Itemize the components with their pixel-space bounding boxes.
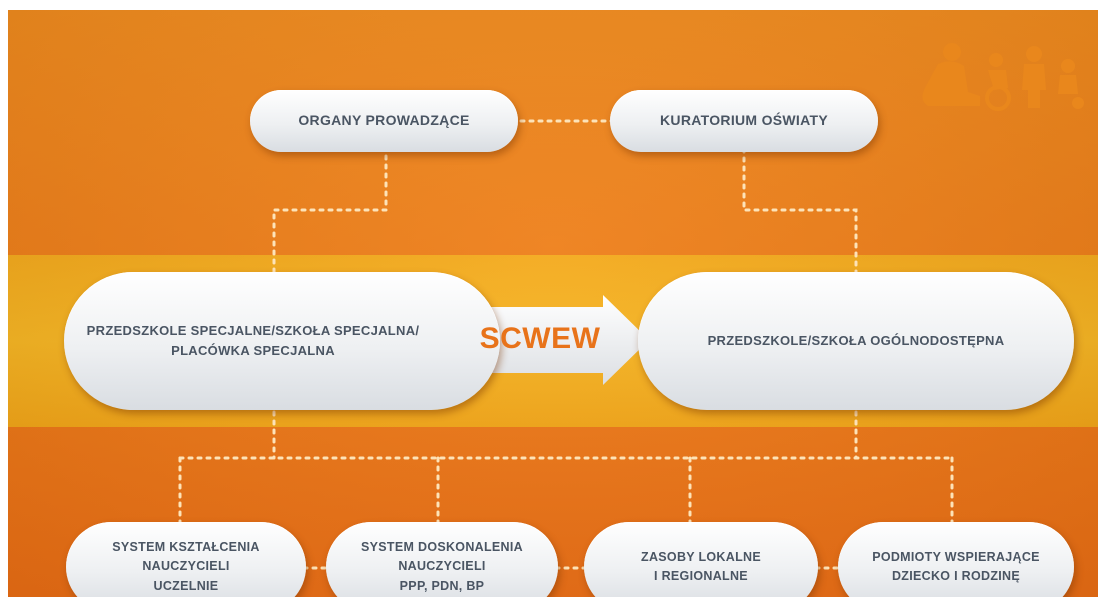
scwew-label: SCWEW	[479, 322, 601, 355]
arrow-right-icon	[463, 295, 649, 385]
node-system-doskonalenia: SYSTEM DOSKONALENIA NAUCZYCIELI PPP, PDN…	[326, 522, 558, 597]
node-kuratorium: KURATORIUM OŚWIATY	[610, 90, 878, 152]
node-ogolnodostepna-label: PRZEDSZKOLE/SZKOŁA OGÓLNODOSTĘPNA	[707, 332, 1005, 348]
node-organy-label: ORGANY PROWADZĄCE	[298, 112, 470, 129]
node-system-ksztalcenia: SYSTEM KSZTAŁCENIA NAUCZYCIELI UCZELNIE	[66, 522, 306, 597]
connector-organy-specjalne	[272, 136, 388, 274]
node-organy-prowadzace: ORGANY PROWADZĄCE	[250, 90, 518, 152]
node-zasoby-lokalne: ZASOBY LOKALNE I REGIONALNE	[584, 522, 818, 597]
diagram-canvas: ORGANY PROWADZĄCE KURATORIUM OŚWIATY PRZ…	[8, 10, 1098, 597]
node-ksztalcenie-label: SYSTEM KSZTAŁCENIA NAUCZYCIELI UCZELNIE	[112, 539, 260, 593]
people-silhouette-icon	[922, 43, 1084, 111]
node-podmioty-label: PODMIOTY WSPIERAJĄCE DZIECKO I RODZINĘ	[872, 549, 1040, 583]
node-kuratorium-label: KURATORIUM OŚWIATY	[660, 112, 828, 129]
node-podmioty-wspierajace: PODMIOTY WSPIERAJĄCE DZIECKO I RODZINĘ	[838, 522, 1074, 597]
node-zasoby-label: ZASOBY LOKALNE I REGIONALNE	[641, 549, 761, 583]
node-przedszkole-ogolnodostepna: PRZEDSZKOLE/SZKOŁA OGÓLNODOSTĘPNA	[638, 272, 1074, 410]
connector-kuratorium-ogolnodostepna	[742, 138, 858, 274]
node-doskonalenie-label: SYSTEM DOSKONALENIA NAUCZYCIELI PPP, PDN…	[361, 539, 523, 593]
node-specjalne-label: PRZEDSZKOLE SPECJALNE/SZKOŁA SPECJALNA/ …	[86, 322, 420, 358]
node-przedszkole-specjalne: PRZEDSZKOLE SPECJALNE/SZKOŁA SPECJALNA/ …	[64, 272, 500, 410]
